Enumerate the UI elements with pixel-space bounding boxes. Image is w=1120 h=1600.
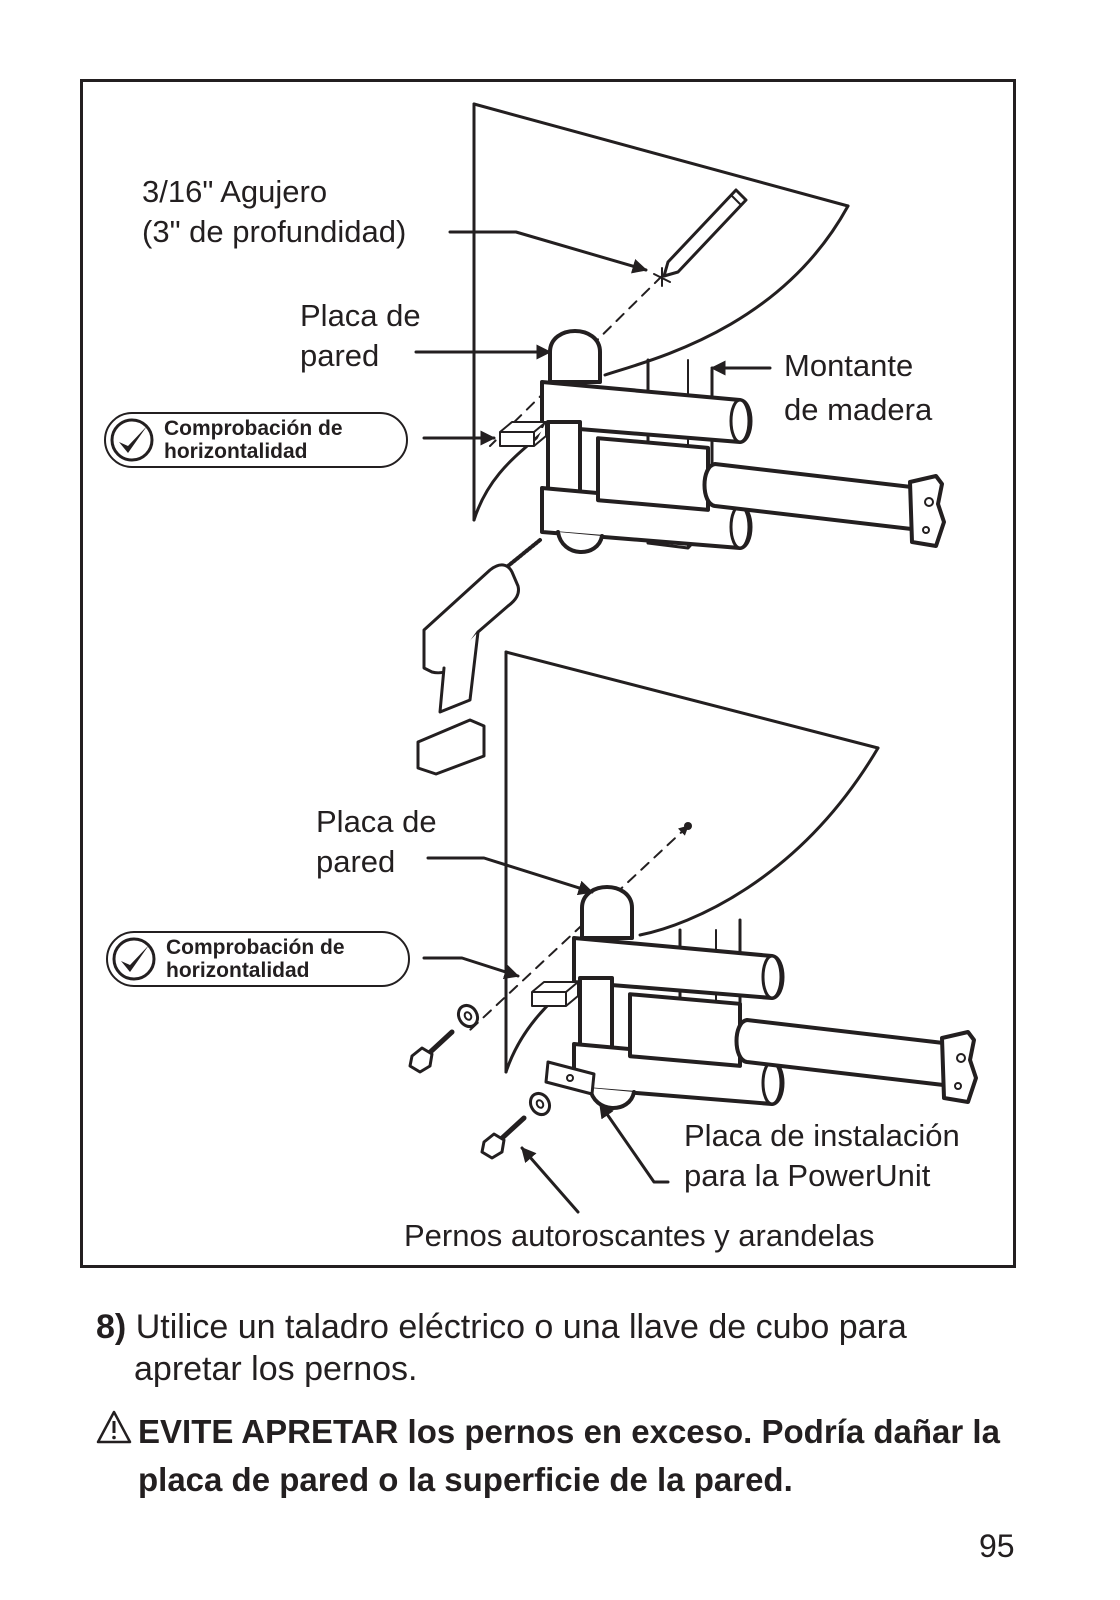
drill-icon	[416, 538, 542, 776]
step-number: 8)	[96, 1308, 127, 1346]
wall-plate-label-line1: Placa de	[300, 298, 421, 333]
washer-icon	[456, 1003, 480, 1029]
hole-callout-arrow	[448, 230, 648, 274]
check-circle-icon	[112, 937, 156, 981]
wall-plate-label-line2: pared	[300, 338, 380, 373]
bolts-callout-arrow	[520, 1146, 580, 1214]
warning-text-line2: placa de pared o la superficie de la par…	[138, 1461, 793, 1498]
stud-label-line2: de madera	[784, 392, 933, 427]
level-callout-arrow-bottom	[422, 956, 520, 980]
powerunit-callout-arrow	[598, 1102, 670, 1184]
drill-guide-line-top	[489, 275, 663, 447]
hole-mark-icon	[653, 267, 671, 287]
lag-bolt-icon	[408, 1029, 455, 1074]
powerunit-label-line2: para la PowerUnit	[684, 1158, 931, 1193]
pilot-hole-dot	[684, 822, 692, 830]
stud-label-line1: Montante	[784, 348, 914, 383]
level-check-badge-bottom: Comprobación de horizontalidad	[106, 931, 410, 987]
step-text-line2: apretar los pernos.	[134, 1350, 418, 1388]
badge-bottom-line1: Comprobación de	[166, 936, 345, 959]
bolts-label: Pernos autoroscantes y arandelas	[404, 1218, 875, 1253]
powerunit-plate-icon	[544, 1060, 596, 1096]
step-8: 8) Utilice un taladro eléctrico o una ll…	[96, 1306, 907, 1388]
warning-text-line1: EVITE APRETAR los pernos en exceso. Podr…	[138, 1413, 1000, 1450]
step-text-line1: Utilice un taladro eléctrico o una llave…	[135, 1308, 907, 1346]
page-number: 95	[979, 1528, 1015, 1564]
level-icon-bottom	[531, 981, 579, 1007]
wall-mount-arm-icon-bottom	[572, 885, 978, 1111]
badge-line2: horizontalidad	[164, 440, 308, 463]
washer-icon-2	[528, 1091, 552, 1117]
warning-triangle-icon	[96, 1410, 132, 1444]
badge-bottom-line2: horizontalidad	[166, 959, 310, 982]
drill-guide-line-bottom	[469, 825, 689, 1031]
level-check-badge: Comprobación de horizontalidad	[104, 412, 408, 468]
badge-line1: Comprobación de	[164, 417, 343, 440]
wall-bottom	[504, 650, 880, 1074]
hole-label-line1: 3/16" Agujero	[142, 174, 328, 209]
powerunit-label-line1: Placa de instalación	[684, 1118, 960, 1153]
lag-bolt-icon-2	[480, 1115, 527, 1160]
hole-label-line2: (3" de profundidad)	[142, 214, 407, 249]
wall-plate-label-bottom-line2: pared	[316, 844, 396, 879]
wall-plate-callout-arrow-bottom	[426, 856, 594, 896]
illustration-frame	[80, 79, 1016, 1268]
check-circle-icon	[110, 418, 154, 462]
pencil-icon	[662, 188, 748, 278]
level-icon	[499, 421, 547, 447]
wall-plate-label-bottom-line1: Placa de	[316, 804, 437, 839]
wall-top	[472, 102, 850, 522]
